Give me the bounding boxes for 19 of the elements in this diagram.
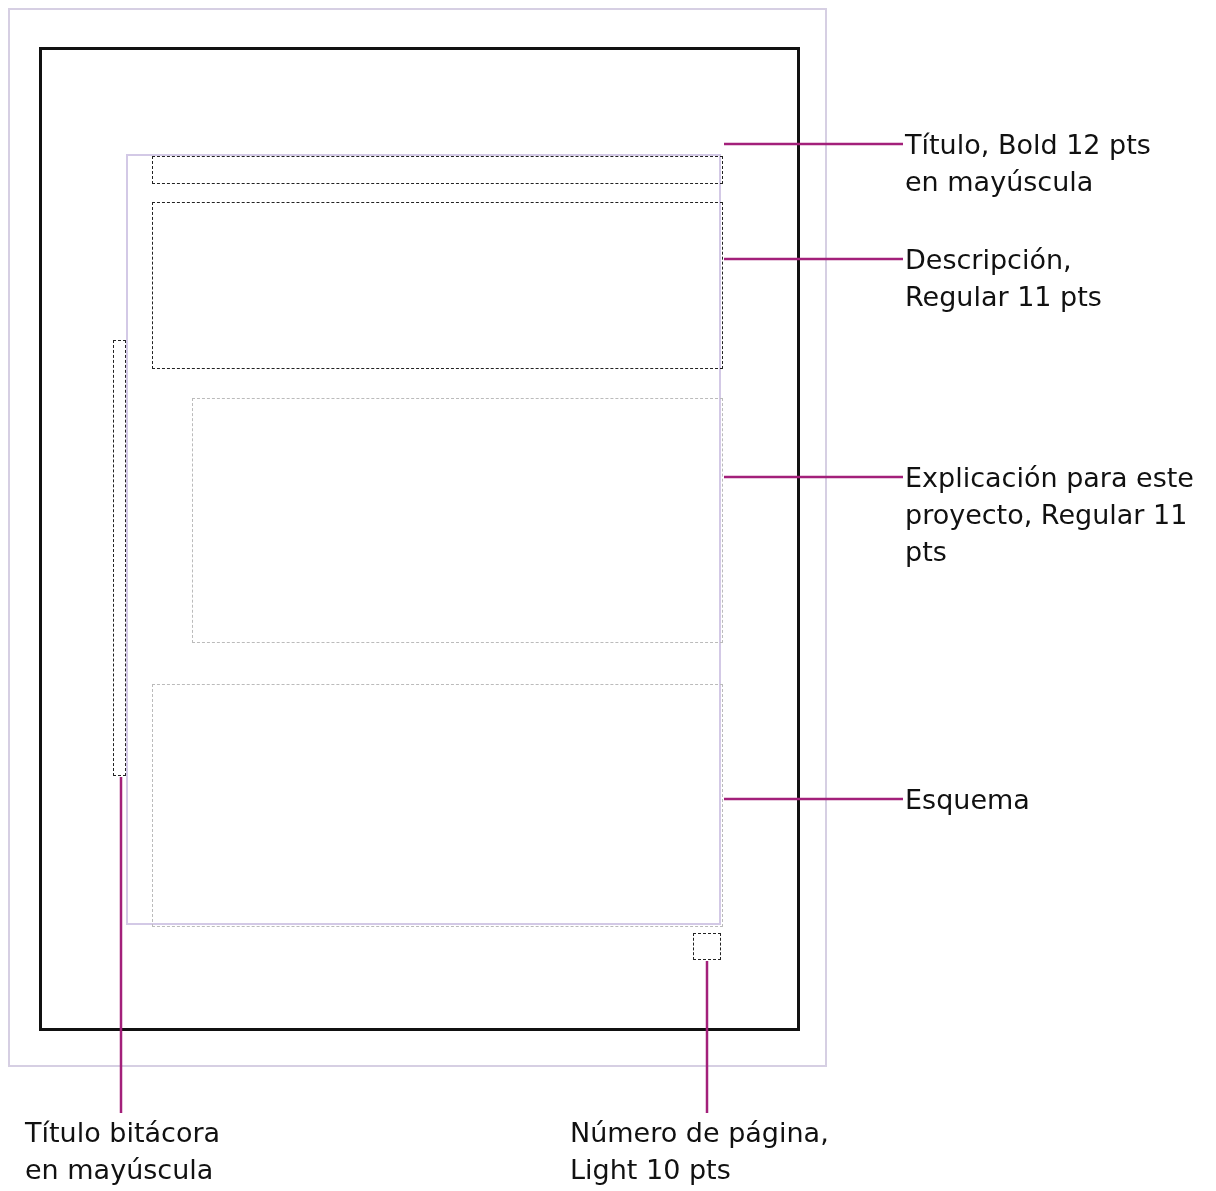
leader-line xyxy=(705,961,709,1113)
page-number-area xyxy=(693,933,721,960)
annotation-text: Número de página, Light 10 pts xyxy=(570,1114,890,1188)
description-area xyxy=(152,202,723,369)
content-area xyxy=(126,154,721,925)
side-title-strip xyxy=(113,340,126,776)
annotation-text: Descripción, Regular 11 pts xyxy=(905,241,1120,315)
annotation-text: Esquema xyxy=(905,781,1205,818)
explanation-area xyxy=(192,398,723,643)
annotation-text: Título, Bold 12 pts en mayúscula xyxy=(905,126,1170,200)
leader-line xyxy=(724,142,903,146)
diagram-area xyxy=(152,684,723,927)
title-area xyxy=(152,156,723,184)
annotation-text: Explicación para este proyecto, Regular 11 pts xyxy=(905,459,1210,570)
annotation-text: Título bitácora en mayúscula xyxy=(25,1114,260,1188)
leader-line xyxy=(119,777,123,1113)
leader-line xyxy=(724,257,903,261)
leader-line xyxy=(724,475,903,479)
leader-line xyxy=(724,797,903,801)
